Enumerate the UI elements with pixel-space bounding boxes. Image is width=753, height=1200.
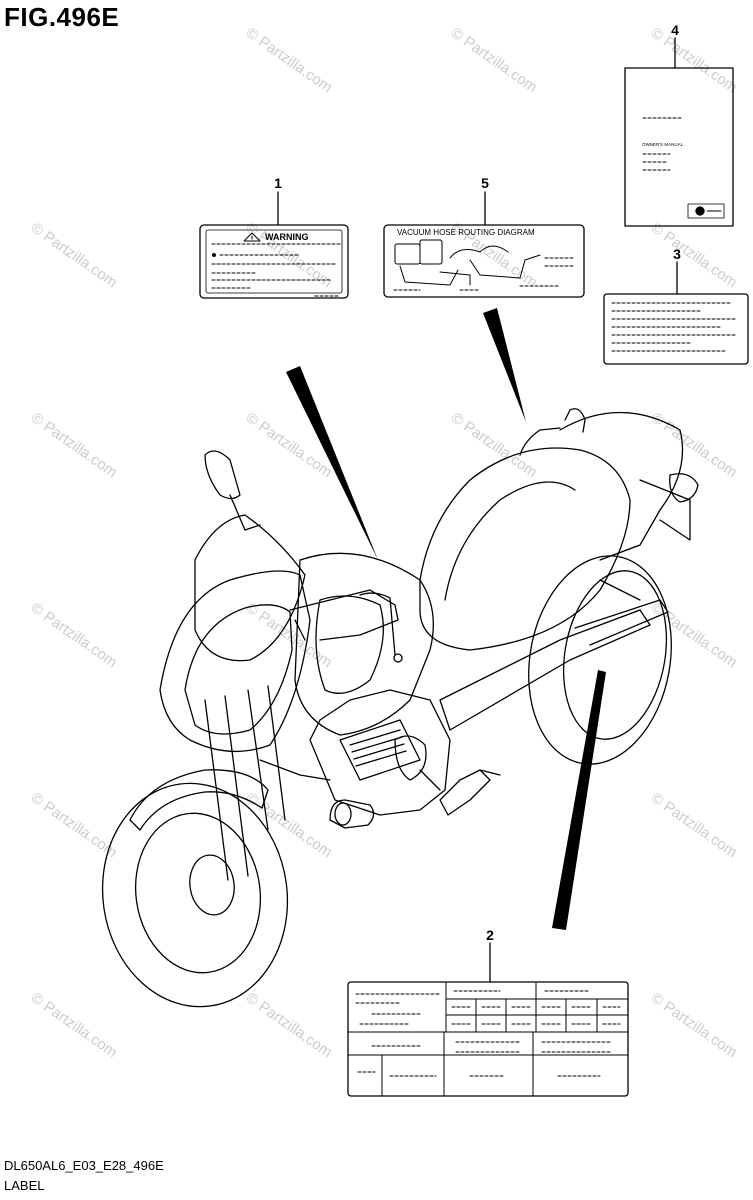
watermark: © Partzilla.com <box>28 219 121 291</box>
watermark: © Partzilla.com <box>648 989 741 1061</box>
watermark: © Partzilla.com <box>28 989 121 1061</box>
tire-information-label[interactable] <box>347 942 629 1097</box>
callout-number-4: 4 <box>671 22 679 38</box>
figure-title: FIG.496E <box>4 2 120 32</box>
watermark-layer: © Partzilla.com © Partzilla.com © Partzi… <box>28 24 741 1061</box>
owners-manual[interactable]: OWNER'S MANUAL <box>624 37 734 227</box>
vacuum-hose-routing-label[interactable]: VACUUM HOSE ROUTING DIAGRAM <box>383 191 585 298</box>
watermark: © Partzilla.com <box>648 409 741 481</box>
pointer-warning-label <box>286 366 378 560</box>
callout-number-1: 1 <box>274 175 282 191</box>
callout-number-3: 3 <box>673 246 681 262</box>
warning-heading: WARNING <box>265 232 309 242</box>
callout-number-2: 2 <box>486 927 494 943</box>
watermark: © Partzilla.com <box>243 789 336 861</box>
watermark: © Partzilla.com <box>648 599 741 671</box>
pointer-wedges <box>286 308 606 930</box>
watermark: © Partzilla.com <box>648 789 741 861</box>
vacuum-hose-heading: VACUUM HOSE ROUTING DIAGRAM <box>397 228 535 237</box>
section-name: LABEL <box>4 1178 45 1193</box>
watermark: © Partzilla.com <box>243 24 336 96</box>
motorcycle-illustration <box>101 408 699 1008</box>
warning-label[interactable]: WARNING <box>199 191 349 299</box>
owners-manual-heading: OWNER'S MANUAL <box>642 142 684 147</box>
watermark: © Partzilla.com <box>648 219 741 291</box>
brand-logo-icon <box>695 206 705 216</box>
warning-triangle-icon <box>243 232 261 242</box>
watermark: © Partzilla.com <box>243 989 336 1061</box>
info-label[interactable] <box>603 261 749 365</box>
watermark: © Partzilla.com <box>28 789 121 861</box>
watermark: © Partzilla.com <box>28 599 121 671</box>
watermark: © Partzilla.com <box>28 409 121 481</box>
pointer-tire-label <box>552 670 606 930</box>
pointer-vacuum-label <box>483 308 526 422</box>
watermark: © Partzilla.com <box>448 24 541 96</box>
model-code: DL650AL6_E03_E28_496E <box>4 1158 164 1173</box>
callout-number-5: 5 <box>481 175 489 191</box>
watermark: © Partzilla.com <box>648 24 741 96</box>
watermark: © Partzilla.com <box>448 409 541 481</box>
